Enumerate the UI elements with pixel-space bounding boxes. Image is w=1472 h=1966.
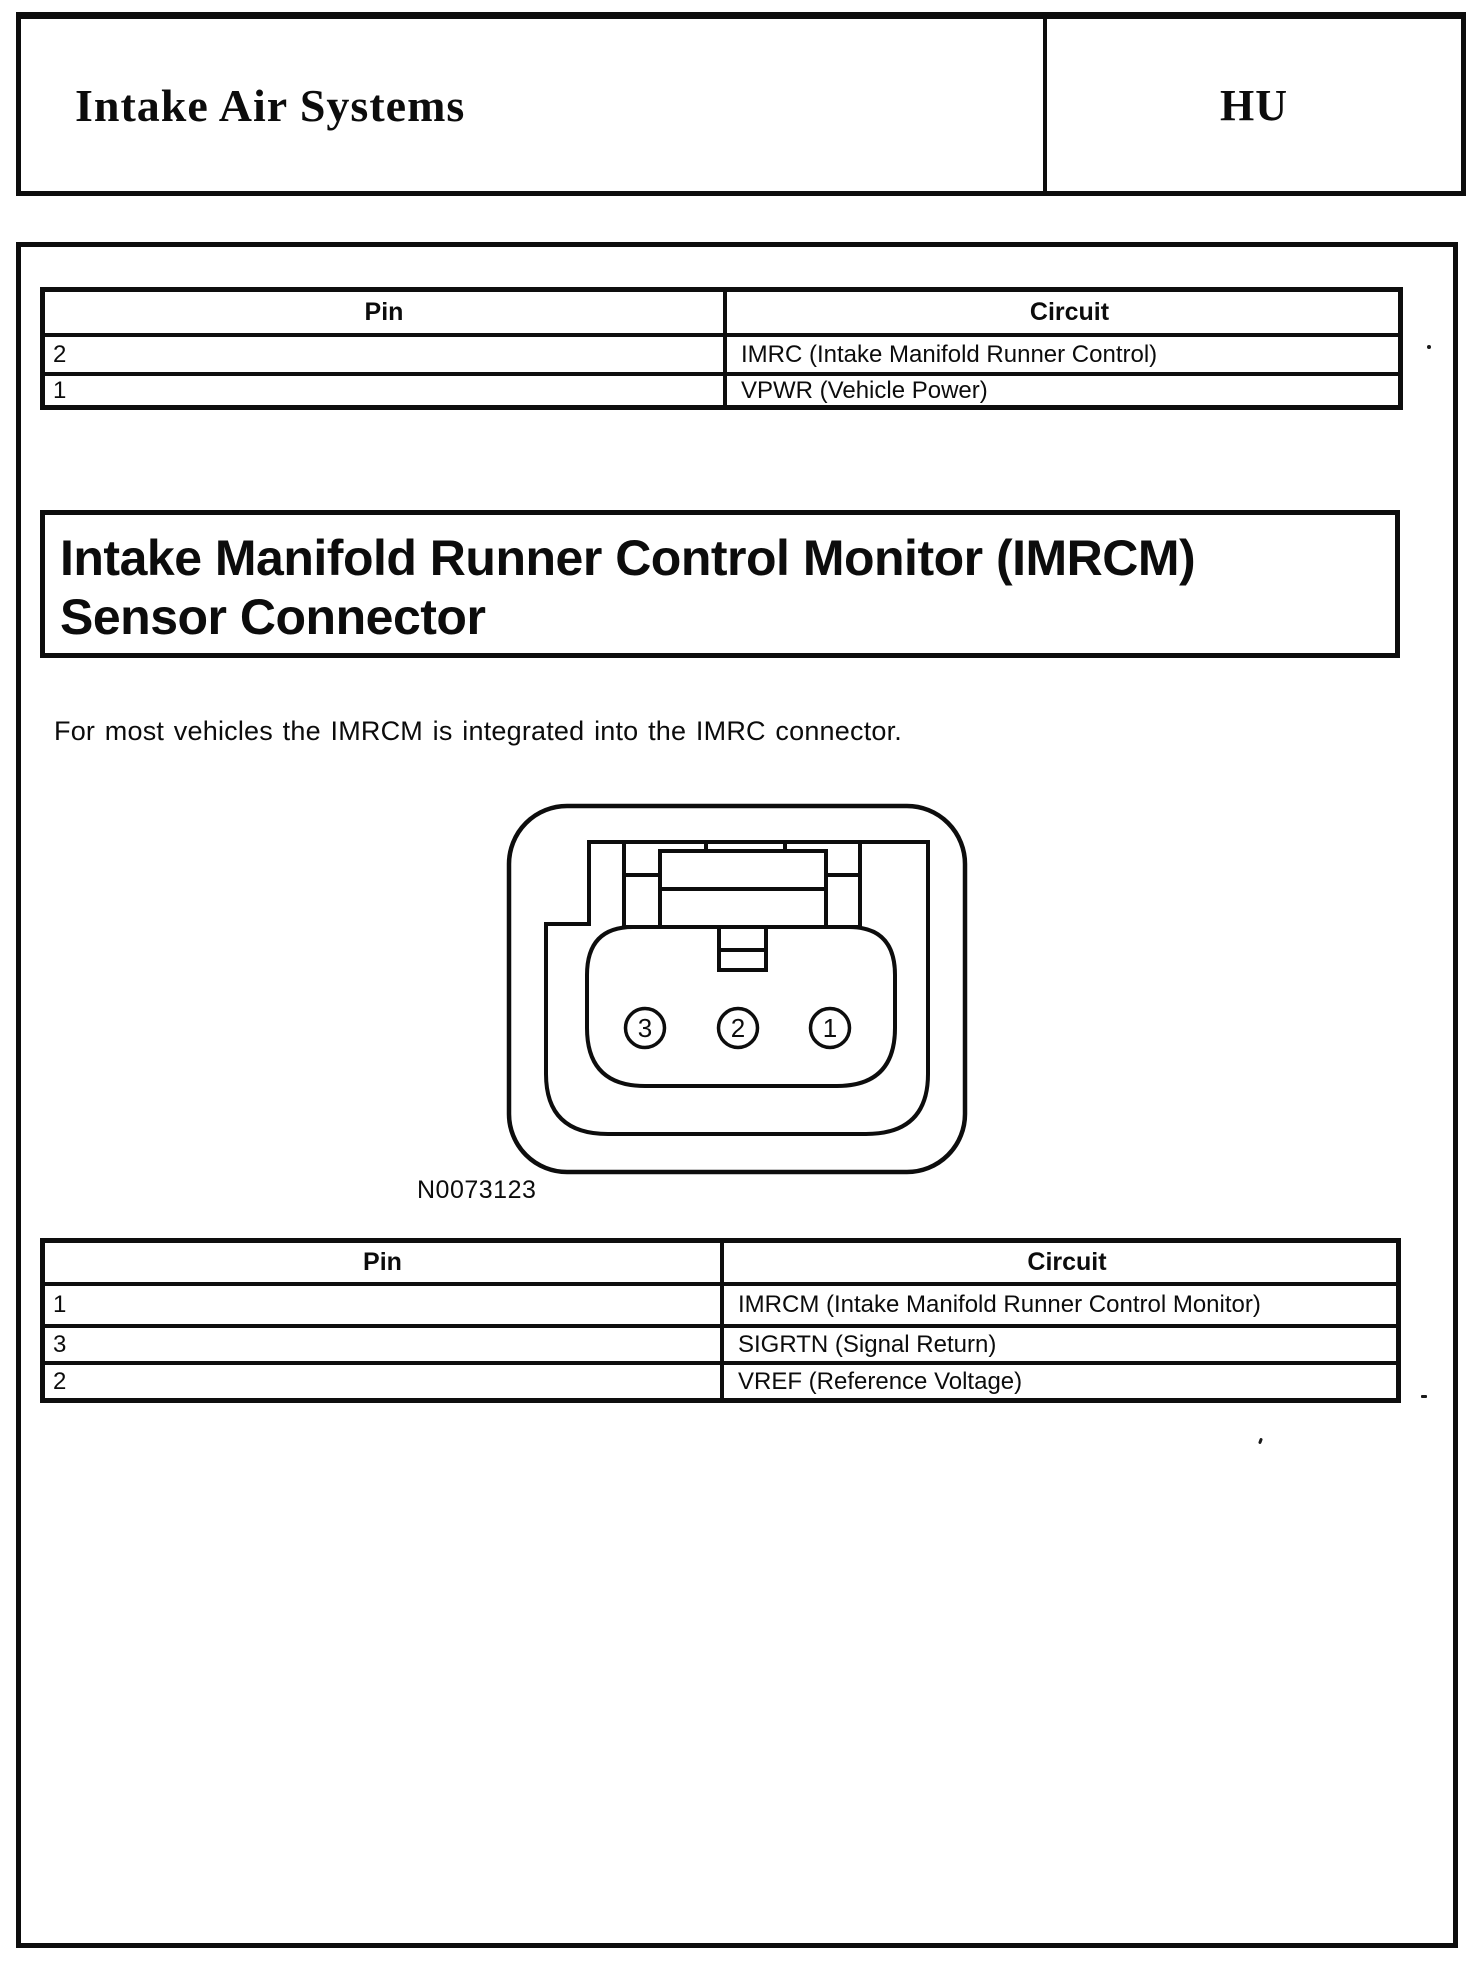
pin-table-bottom: Pin Circuit 1 IMRCM (Intake Manifold Run… bbox=[40, 1238, 1401, 1403]
circuit-cell: SIGRTN (Signal Return) bbox=[738, 1330, 997, 1358]
pin-table-top: Pin Circuit 2 IMRC (Intake Manifold Runn… bbox=[40, 287, 1403, 410]
pin-cell: 2 bbox=[45, 337, 727, 372]
pin-2-marker bbox=[716, 1006, 760, 1050]
scan-speck bbox=[1421, 1395, 1427, 1398]
scan-speck bbox=[1427, 345, 1431, 349]
lock-tab-right-rail bbox=[824, 873, 862, 929]
pin-cell: 2 bbox=[45, 1365, 724, 1398]
pin-header: Pin bbox=[45, 292, 727, 333]
lock-tab-left-rail bbox=[622, 873, 662, 929]
connector-inner-wall bbox=[544, 840, 930, 1136]
circuit-cell: VPWR (Vehicle Power) bbox=[741, 376, 988, 404]
table-header-row: Pin Circuit bbox=[45, 1243, 1396, 1282]
circuit-cell: IMRCM (Intake Manifold Runner Control Mo… bbox=[738, 1291, 1261, 1318]
pin-cell: 1 bbox=[45, 1286, 724, 1324]
section-heading-line2: Sensor Connector bbox=[60, 589, 486, 645]
body-paragraph: For most vehicles the IMRCM is integrate… bbox=[54, 716, 903, 746]
circuit-cell: VREF (Reference Voltage) bbox=[738, 1367, 1023, 1395]
pin-3-marker bbox=[623, 1006, 667, 1050]
figure-number: N0073123 bbox=[417, 1176, 537, 1204]
document-header: Intake Air Systems HU bbox=[16, 12, 1466, 196]
document-header-title-cell: Intake Air Systems bbox=[21, 19, 1043, 191]
pin-cell: 3 bbox=[45, 1328, 724, 1361]
section-code: HU bbox=[1220, 80, 1288, 130]
circuit-header: Circuit bbox=[1029, 298, 1110, 326]
table-row: 1 VPWR (Vehicle Power) bbox=[45, 372, 1398, 405]
page-title: Intake Air Systems bbox=[75, 79, 466, 131]
pin-3-label: 3 bbox=[638, 1013, 652, 1043]
connector-diagram: 3 2 1 bbox=[506, 803, 968, 1175]
table-row: 2 IMRC (Intake Manifold Runner Control) bbox=[45, 333, 1398, 372]
section-heading-box: Intake Manifold Runner Control Monitor (… bbox=[40, 510, 1400, 658]
table-row: 3 SIGRTN (Signal Return) bbox=[45, 1324, 1396, 1361]
document-header-code-cell: HU bbox=[1043, 19, 1461, 191]
pin-1-marker bbox=[808, 1006, 852, 1050]
pin-cell: 1 bbox=[45, 376, 727, 405]
table-row: 1 IMRCM (Intake Manifold Runner Control … bbox=[45, 1282, 1396, 1324]
table-header-row: Pin Circuit bbox=[45, 292, 1398, 333]
table-row: 2 VREF (Reference Voltage) bbox=[45, 1361, 1396, 1398]
circuit-cell: IMRC (Intake Manifold Runner Control) bbox=[741, 340, 1158, 368]
connector-outer-shell bbox=[506, 803, 968, 1175]
connector-body bbox=[585, 925, 897, 1088]
section-heading-line1: Intake Manifold Runner Control Monitor (… bbox=[60, 530, 1196, 586]
pin-header: Pin bbox=[45, 1243, 724, 1282]
pin-1-label: 1 bbox=[823, 1013, 837, 1043]
circuit-header: Circuit bbox=[1027, 1248, 1107, 1276]
pin-2-label: 2 bbox=[731, 1013, 745, 1043]
